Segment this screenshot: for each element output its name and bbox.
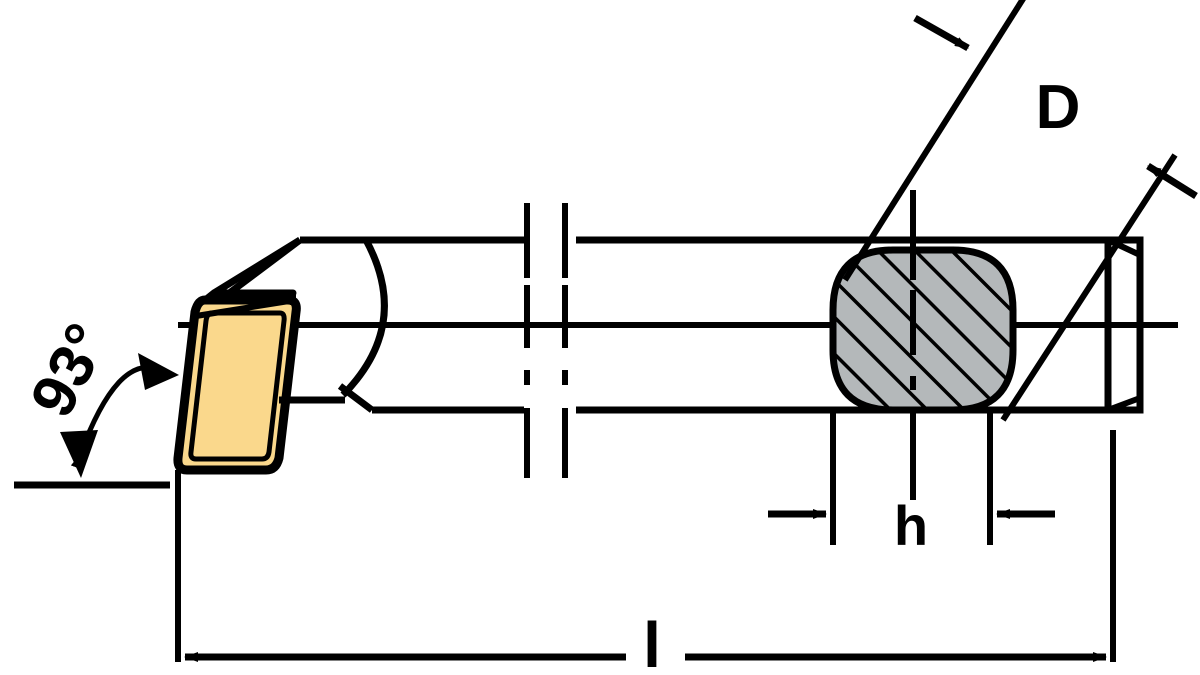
head-pocket-lines [212, 237, 345, 404]
dimension-D-label: D [1036, 73, 1081, 142]
section-hatched-body [829, 246, 1017, 414]
cutting-insert [173, 289, 301, 475]
insert-inner-edge [188, 310, 287, 462]
shank-cross-section [829, 246, 1017, 414]
D-extension-line-left [842, 0, 1026, 282]
dimension-h: h [768, 412, 1055, 557]
tool-shank-right [576, 236, 1140, 414]
D-extension-line-right [1000, 153, 1178, 422]
angle-arrow-upper [138, 353, 179, 390]
D-arrow-right [1146, 163, 1198, 199]
D-arrow-left [913, 14, 970, 52]
angle-arrow-lower [60, 430, 98, 478]
tool-shank-left [300, 236, 524, 414]
dimension-l-label: l [643, 609, 661, 675]
break-symbol [524, 203, 568, 478]
insert-body [173, 295, 301, 475]
dimension-D: D [842, 0, 1198, 422]
insert-diagonal-edge [195, 298, 290, 319]
dimension-l: l [175, 430, 1116, 675]
dimension-h-label: h [894, 494, 928, 557]
shank-right-end [1104, 236, 1144, 414]
